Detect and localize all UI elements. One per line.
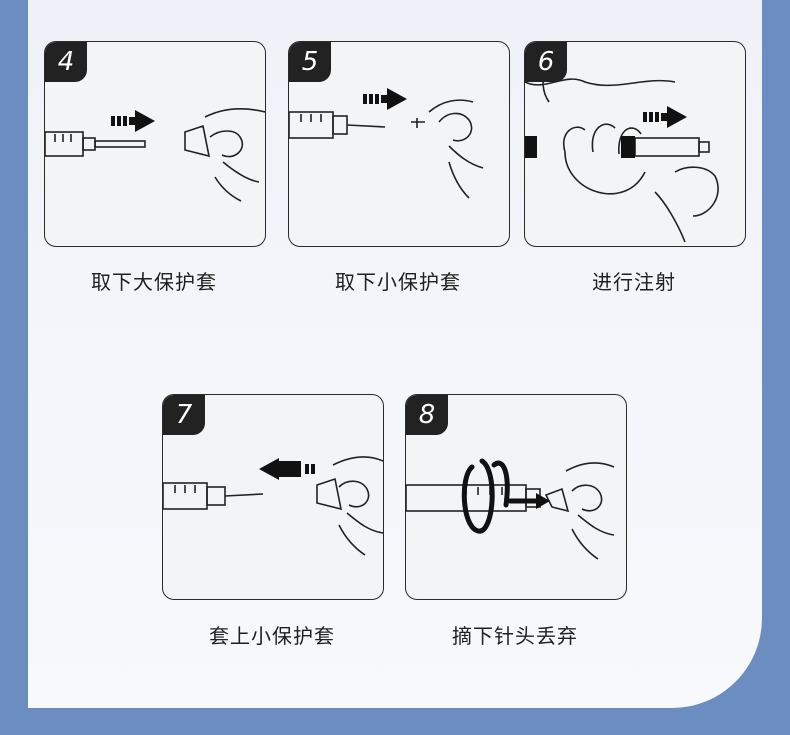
step-number: 5 [289,42,331,82]
step-8-caption: 摘下针头丢弃 [452,624,578,648]
remove-large-cap-illustration [45,107,265,202]
step-number: 7 [163,395,205,435]
step-number: 8 [406,395,448,435]
step-number: 4 [45,42,87,82]
step-5-card: 5 [288,41,510,247]
step-number: 6 [525,42,567,82]
inject-illustration [525,42,719,243]
step-6-caption: 进行注射 [592,270,676,294]
step-8-card: 8 [405,394,627,600]
step-4-caption: 取下大保护套 [91,270,217,294]
step-6-card: 6 [524,41,746,247]
step-7-caption: 套上小保护套 [209,624,335,648]
step-5-caption: 取下小保护套 [335,270,461,294]
remove-small-cap-illustration [289,88,484,199]
recap-small-cap-illustration [163,456,383,556]
remove-needle-illustration [406,458,615,560]
step-7-card: 7 [162,394,384,600]
step-4-card: 4 [44,41,266,247]
